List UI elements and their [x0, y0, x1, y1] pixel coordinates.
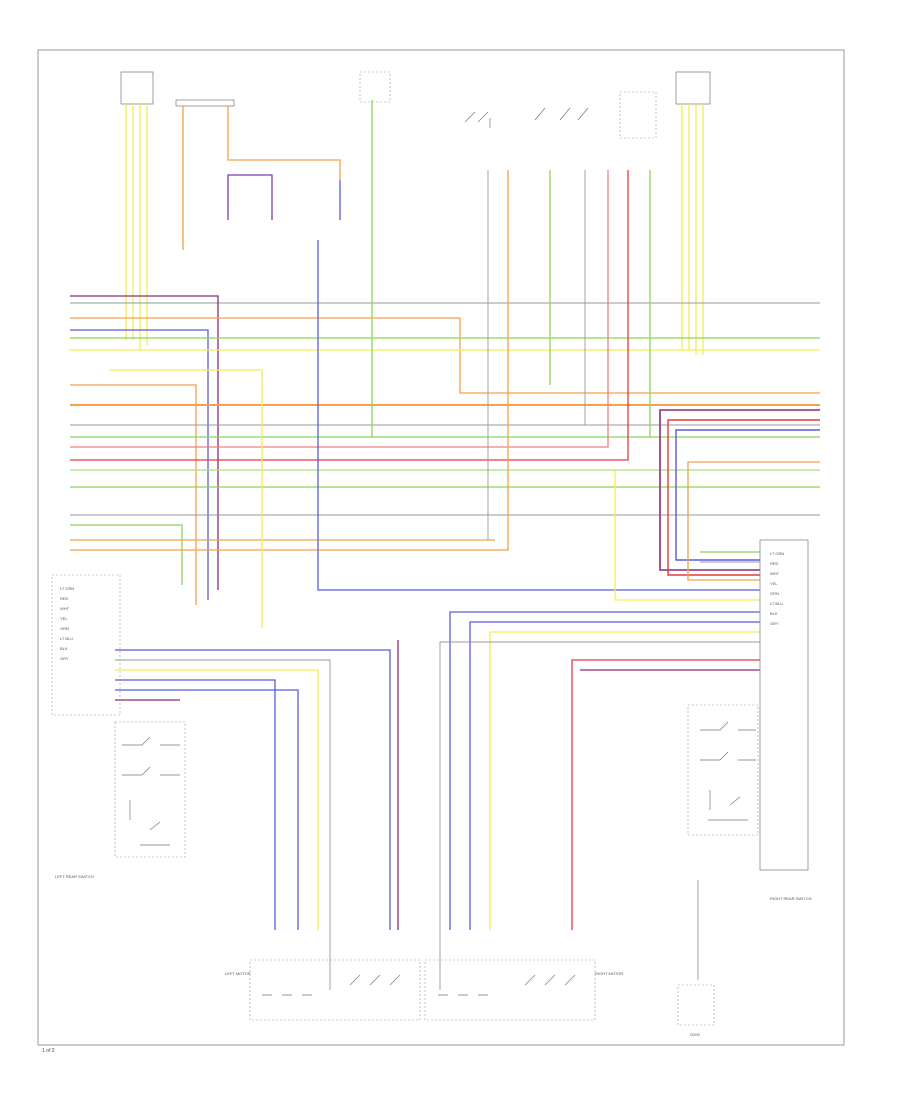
left-row-label: LT GRN: [60, 586, 74, 591]
wire-orange-right: [687, 461, 820, 581]
switch-top-3: [619, 91, 657, 139]
right-row-label: BLK: [770, 611, 778, 616]
left-row-label: WHT: [60, 606, 70, 611]
footer-code: 1 of 2: [42, 1048, 55, 1054]
left-motor: LEFT MOTOR: [225, 959, 421, 1021]
wire-blue-rc2: [469, 621, 760, 930]
right-row-label: LT BLU: [770, 601, 783, 606]
wire-gray-rc: [439, 641, 760, 990]
left-motor-caption: LEFT MOTOR: [225, 971, 251, 976]
left-rear-switch-caption: LEFT REAR SWITCH: [55, 874, 94, 879]
wire-yellow-rc2: [489, 631, 760, 930]
right-rear-switch-caption: RIGHT REAR SWITCH: [770, 896, 812, 901]
wire-blue-lc1: [115, 649, 391, 930]
left-row-label: BLK: [60, 646, 68, 651]
top-components: [120, 71, 711, 139]
connector-right: [759, 539, 809, 871]
left-rear-switch-box: [114, 721, 186, 858]
wire-blue-lc3: [115, 689, 299, 930]
switch-top-1: [464, 111, 491, 128]
wire-yellow-long: [110, 369, 263, 628]
wire-violet-right: [659, 409, 820, 571]
right-rear-switch-box: [687, 704, 759, 836]
connector-top-2: [175, 99, 235, 107]
left-row-label: GRY: [60, 656, 69, 661]
left-rear-switch-contacts: [122, 736, 180, 846]
connector-right-box: [759, 539, 809, 871]
left-motor-box: [249, 959, 421, 1021]
wire-yellow-rc: [614, 470, 760, 601]
right-row-label: LT GRN: [770, 551, 784, 556]
left-row-label: ORN: [60, 626, 69, 631]
diagram-frame: [37, 49, 845, 1046]
left-row-label: RED: [60, 596, 69, 601]
bus-orange-1: [70, 317, 820, 394]
wire-violet-top: [227, 174, 273, 220]
right-rear-switch: RIGHT REAR SWITCH: [687, 704, 812, 901]
bus-orange-2: [70, 384, 197, 605]
ground-point: G200: [677, 984, 715, 1037]
wire-orange-top: [182, 106, 341, 250]
bus-blue-1: [70, 329, 209, 600]
left-connector-labels: LT GRN RED WHT YEL ORN LT BLU BLK GRY: [60, 586, 74, 661]
right-row-label: GRY: [770, 621, 779, 626]
left-row-label: YEL: [60, 616, 68, 621]
bus-pink-1: [70, 170, 609, 448]
bus-orange-5: [70, 170, 509, 551]
bus-green-5: [70, 524, 183, 585]
connector-top-right: [675, 71, 711, 105]
wires: [70, 100, 820, 990]
right-row-label: WHT: [770, 571, 780, 576]
ground-box: [677, 984, 715, 1026]
right-row-label: ORN: [770, 591, 779, 596]
wire-blue-center: [317, 240, 760, 591]
wire-red-right: [667, 419, 820, 576]
connector-left-box: [51, 574, 121, 716]
right-connector-labels: LT GRN RED WHT YEL ORN LT BLU BLK GRY: [770, 551, 784, 626]
connector-top-left: [120, 71, 154, 105]
wire-blue-lc2: [115, 679, 276, 930]
left-motor-terminals: [262, 974, 401, 996]
wire-blue-right: [675, 429, 820, 561]
bus-violet-1: [70, 295, 219, 590]
ground-caption: G200: [690, 1032, 701, 1037]
bus-red-1: [70, 170, 629, 461]
right-row-label: YEL: [770, 581, 778, 586]
right-rear-switch-contacts: [700, 721, 756, 821]
right-motor-terminals: [438, 974, 576, 996]
module-top-center: [359, 71, 391, 103]
connector-left: [51, 574, 121, 716]
wire-gray-lc: [115, 659, 331, 990]
wire-red-rc: [571, 659, 760, 930]
right-motor: RIGHT MOTOR: [424, 959, 623, 1021]
right-motor-box: [424, 959, 596, 1021]
left-row-label: LT BLU: [60, 636, 73, 641]
right-motor-caption: RIGHT MOTOR: [595, 971, 623, 976]
left-rear-switch: LEFT REAR SWITCH: [55, 721, 186, 879]
switch-top-2: [534, 107, 589, 121]
right-row-label: RED: [770, 561, 779, 566]
wire-yellow-lc: [115, 669, 319, 930]
wire-blue-rc1: [449, 611, 760, 930]
